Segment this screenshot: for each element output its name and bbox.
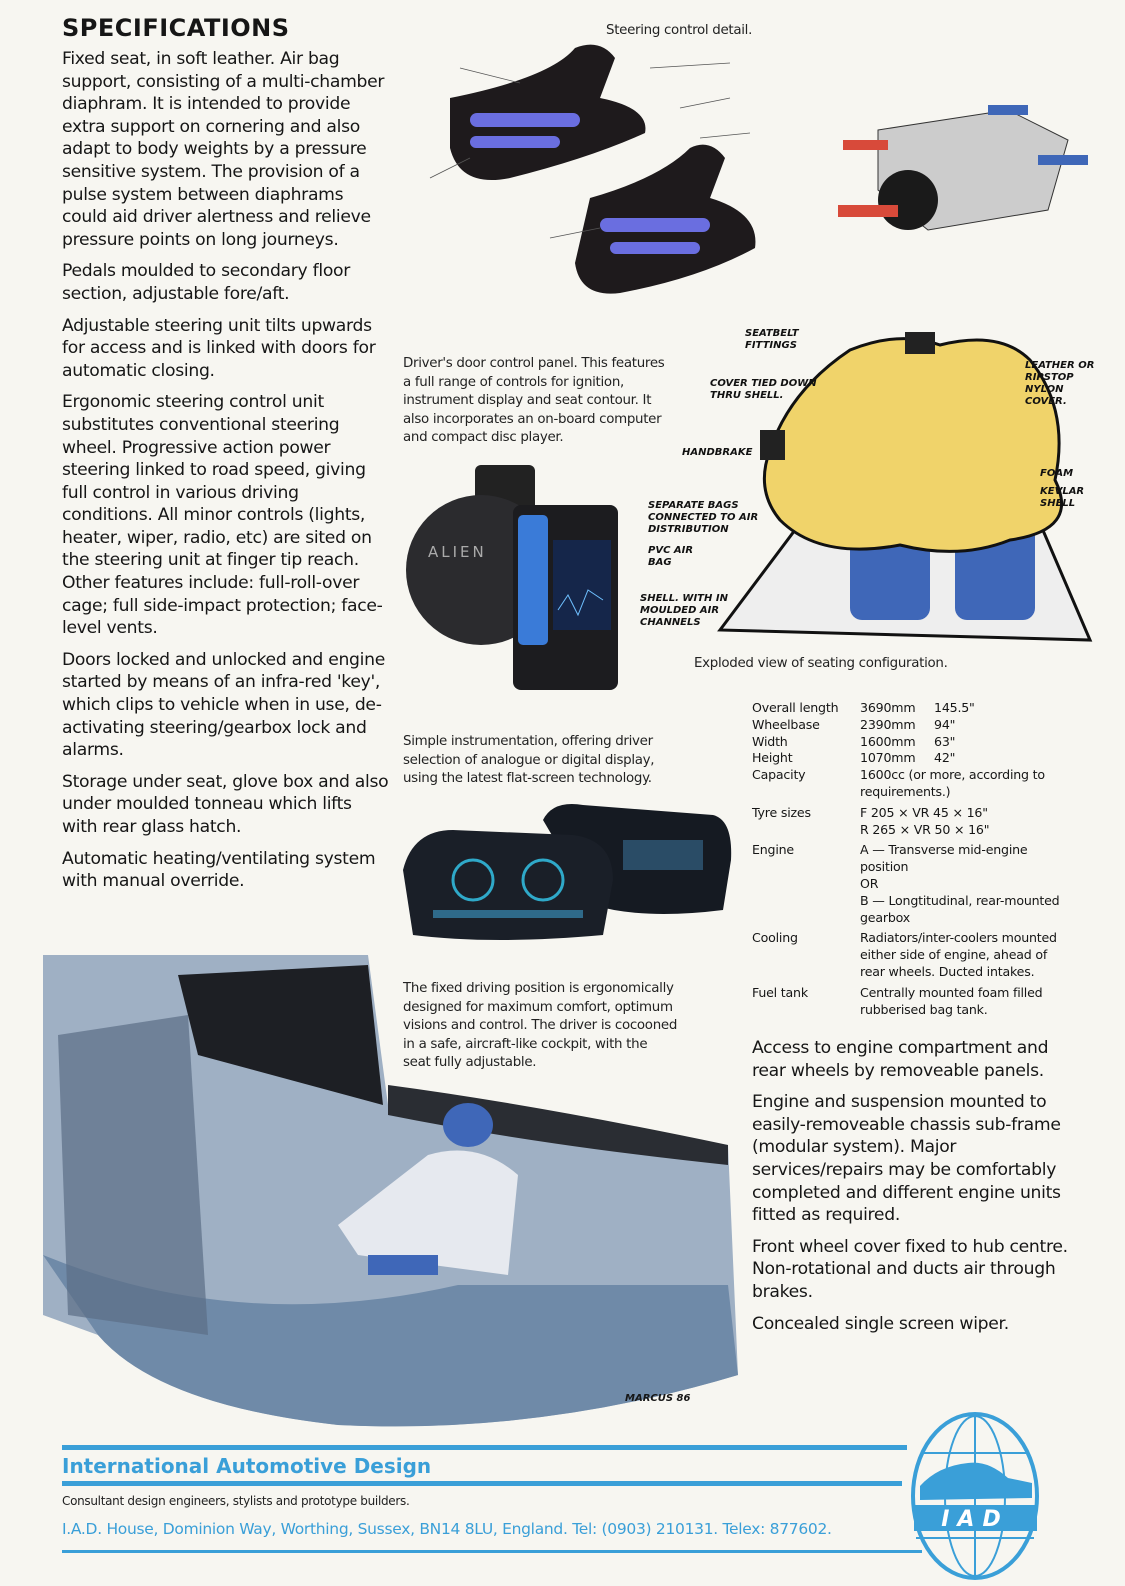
spec-row: Height 1070mm 42" [752, 750, 1072, 767]
annotation-foam: Foam [1040, 468, 1074, 479]
paragraph-wiper: Concealed single screen wiper. [752, 1313, 1009, 1334]
spec-metric: 1070mm [860, 750, 916, 766]
artist-signature: MARCUS 86 [625, 1393, 691, 1404]
page-title: SPECIFICATIONS [62, 14, 290, 42]
company-name: International Automotive Design [62, 1454, 432, 1478]
spec-label: Fuel tank [752, 984, 808, 1000]
paragraph-wheel-cover: Front wheel cover fixed to hub centre. N… [752, 1236, 1068, 1302]
caption-instrumentation: Simple instrumentation, offering driver … [403, 734, 655, 787]
spec-row: Tyre sizes F 205 × VR 45 × 16"R 265 × VR … [752, 805, 1072, 839]
annotation-cover-tied: Cover tied down thru shell. [710, 378, 817, 401]
spec-value: R 265 × VR 50 × 16" [860, 821, 990, 837]
spec-value: B — Longtitudinal, rear-mounted gearbox [860, 892, 1060, 925]
spec-row: Cooling Radiators/inter-coolers mounted e… [752, 930, 1072, 980]
spec-value: Radiators/inter-coolers mounted either s… [860, 930, 1057, 979]
spec-label: Wheelbase [752, 716, 820, 732]
caption-seating: Exploded view of seating configuration. [694, 656, 948, 671]
specifications-text: Fixed seat, in soft leather. Air bag sup… [62, 48, 392, 902]
spec-metric: 2390mm [860, 716, 916, 732]
spec-row: Width 1600mm 63" [752, 734, 1072, 751]
caption-driving-position: The fixed driving position is ergonomica… [403, 980, 678, 1073]
caption-door-panel: Driver's door control panel. This featur… [403, 356, 665, 446]
annotation-handbrake: Handbrake [682, 447, 753, 458]
spec-imperial: 94" [934, 716, 956, 732]
paragraph-engine: Engine and suspension mounted to easily-… [752, 1092, 1061, 1226]
steering-control-illustration [429, 44, 756, 294]
spec-metric: 3690mm [860, 700, 916, 715]
seating-exploded-illustration [717, 332, 1093, 642]
spec-imperial: 63" [934, 733, 956, 749]
spec-label: Engine [752, 842, 794, 858]
paragraph-seat: Fixed seat, in soft leather. Air bag sup… [62, 49, 385, 250]
footer-rule-bottom [62, 1550, 922, 1553]
spec-label: Width [752, 733, 788, 749]
spec-value: A — Transverse mid-engine position [860, 842, 1028, 875]
paragraph-pedals: Pedals moulded to secondary floor sectio… [62, 261, 351, 304]
paragraph-access: Access to engine compartment and rear wh… [752, 1038, 1049, 1081]
iad-globe-logo: IAD [911, 1412, 1039, 1580]
spec-label: Cooling [752, 930, 798, 946]
spec-value: 1600cc (or more, according to requiremen… [860, 767, 1045, 799]
annotation-shell: Shell. with in moulded air channels [640, 593, 728, 628]
door-control-panel-illustration [406, 465, 618, 690]
instrument-display-illustration [403, 804, 732, 940]
spec-value: Centrally mounted foam filled rubberised… [860, 984, 1043, 1017]
spec-row: Fuel tank Centrally mounted foam filled r… [752, 985, 1072, 1019]
paragraph-doors: Doors locked and unlocked and engine sta… [62, 649, 386, 761]
steering-mechanism-illustration [838, 105, 1088, 231]
spec-label: Capacity [752, 767, 806, 783]
spec-value: OR [860, 875, 879, 891]
spec-metric: 1600mm [860, 733, 916, 749]
caption-steering: Steering control detail. [606, 23, 753, 38]
spec-row: Overall length 3690mm 145.5" [752, 700, 1072, 717]
spec-row: Wheelbase 2390mm 94" [752, 717, 1072, 734]
spec-row: Capacity 1600cc (or more, according to re… [752, 767, 1072, 801]
footer-rule-middle [62, 1481, 902, 1486]
paragraph-heating: Automatic heating/ventilating system wit… [62, 848, 376, 892]
footer-rule-top [62, 1445, 907, 1450]
company-tagline: Consultant design engineers, stylists an… [62, 1494, 410, 1508]
spec-value: F 205 × VR 45 × 16" [860, 804, 988, 820]
annotation-leather: Leather or ripstop nylon cover. [1025, 360, 1095, 407]
paragraph-steering-control: Ergonomic steering control unit substitu… [62, 392, 383, 639]
door-panel-logo: ALIEN [428, 543, 487, 561]
spec-label: Tyre sizes [752, 804, 811, 820]
engineering-text: Access to engine compartment and rear wh… [752, 1037, 1072, 1344]
spec-label: Overall length [752, 700, 839, 715]
annotation-seatbelt: Seatbelt fittings [745, 328, 799, 351]
spec-imperial: 42" [934, 750, 956, 766]
paragraph-storage: Storage under seat, glove box and also u… [62, 771, 389, 837]
spec-row: Engine A — Transverse mid-engine position… [752, 842, 1072, 926]
spec-label: Height [752, 750, 793, 766]
annotation-kevlar: Kevlar shell [1040, 486, 1085, 509]
cockpit-illustration [43, 955, 738, 1427]
company-address: I.A.D. House, Dominion Way, Worthing, Su… [62, 1520, 832, 1538]
logo-text: IAD [941, 1507, 1008, 1532]
annotation-pvc: PVC air bag [648, 545, 694, 568]
paragraph-steering-tilt: Adjustable steering unit tilts upwards f… [62, 315, 376, 381]
spec-imperial: 145.5" [934, 700, 975, 715]
spec-table: Overall length 3690mm 145.5" Wheelbase 2390… [752, 700, 1072, 1018]
